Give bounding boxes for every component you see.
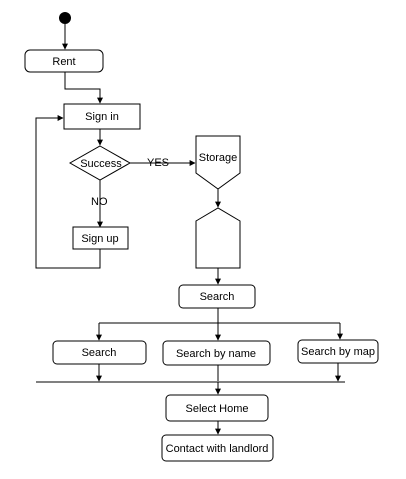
search-by-map-label: Search by map — [301, 346, 375, 358]
sign-in-label: Sign in — [85, 111, 119, 123]
storage-label: Storage — [199, 152, 238, 164]
search-by-name-node — [162, 340, 271, 366]
rent-label: Rent — [52, 56, 75, 68]
search-label: Search — [82, 347, 117, 359]
receive-node — [195, 207, 241, 269]
select-home-node — [165, 394, 269, 422]
sign-in-node — [63, 103, 141, 130]
search-main-label: Search — [200, 291, 235, 303]
contact-node — [161, 434, 274, 462]
contact-label: Contact with landlord — [166, 443, 269, 455]
search-main-node — [178, 284, 256, 309]
edge-signup-signin-loop — [35, 115, 101, 269]
sign-up-label: Sign up — [81, 233, 118, 245]
search-by-name-label: Search by name — [176, 348, 256, 360]
storage-node — [195, 135, 241, 190]
edge-rent-signin — [64, 72, 103, 104]
yes-label: YES — [147, 157, 169, 169]
no-label: NO — [91, 196, 108, 208]
rent-node — [24, 49, 104, 73]
select-home-label: Select Home — [186, 403, 249, 415]
start-node — [59, 12, 71, 24]
success-label: Success — [80, 158, 122, 170]
